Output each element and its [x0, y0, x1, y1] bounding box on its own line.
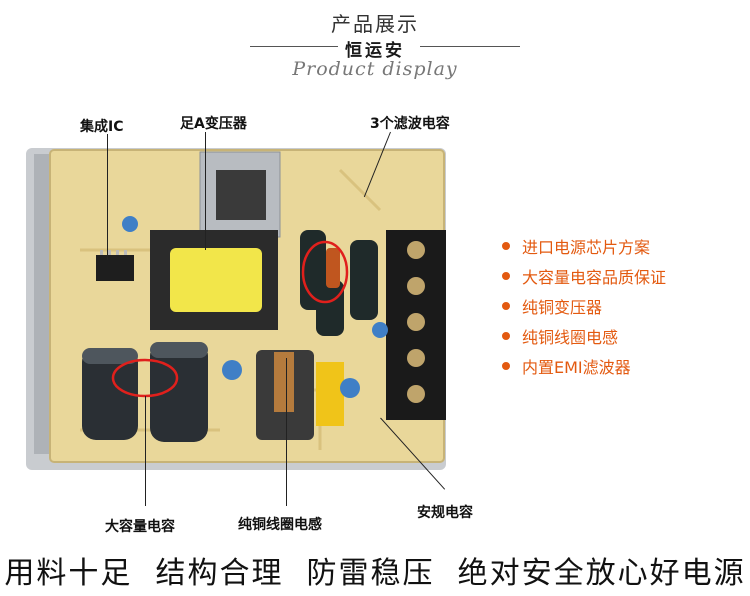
header-line-right: [420, 46, 520, 47]
feature-list: 进口电源芯片方案 大容量电容品质保证 纯铜变压器 纯铜线圈电感 内置EMI滤波器: [502, 231, 666, 381]
leader-big-cap: [145, 396, 146, 506]
safety-capacitor: [316, 362, 344, 426]
bullet-dot-icon: [502, 362, 510, 370]
transformer-winding: [170, 248, 262, 312]
header-subtitle: Product display: [292, 58, 458, 80]
bullet-dot-icon: [502, 302, 510, 310]
highlight-filter-caps: [301, 240, 349, 304]
feature-item: 内置EMI滤波器: [502, 351, 666, 381]
header-brand: 恒运安: [345, 41, 405, 61]
bullet-dot-icon: [502, 272, 510, 280]
bulk-capacitors: [82, 342, 208, 442]
feature-item: 纯铜变压器: [502, 291, 666, 321]
callout-inductor: 纯铜线圈电感: [238, 517, 322, 533]
callout-big-cap: 大容量电容: [105, 519, 175, 535]
ic-chip: [96, 255, 134, 281]
feature-item: 纯铜线圈电感: [502, 321, 666, 351]
header-line-left: [250, 46, 338, 47]
feature-item: 大容量电容品质保证: [502, 261, 666, 291]
bullet-dot-icon: [502, 332, 510, 340]
leader-transformer: [205, 132, 206, 250]
callout-filter-caps: 3个滤波电容: [370, 116, 450, 132]
bullet-dot-icon: [502, 242, 510, 250]
product-photo: [26, 148, 446, 470]
feature-item: 进口电源芯片方案: [502, 231, 666, 261]
callout-transformer: 足A变压器: [180, 116, 247, 132]
callout-safety-cap: 安规电容: [417, 505, 473, 521]
slogan: 用料十足 结构合理 防雷稳压 绝对安全放心好电源: [4, 556, 746, 591]
callout-ic: 集成IC: [80, 119, 124, 135]
mosfet: [216, 170, 266, 220]
filter-capacitors: [300, 230, 378, 336]
header-title: 产品展示: [331, 12, 419, 36]
leader-ic: [107, 134, 108, 260]
leader-inductor: [286, 358, 287, 506]
